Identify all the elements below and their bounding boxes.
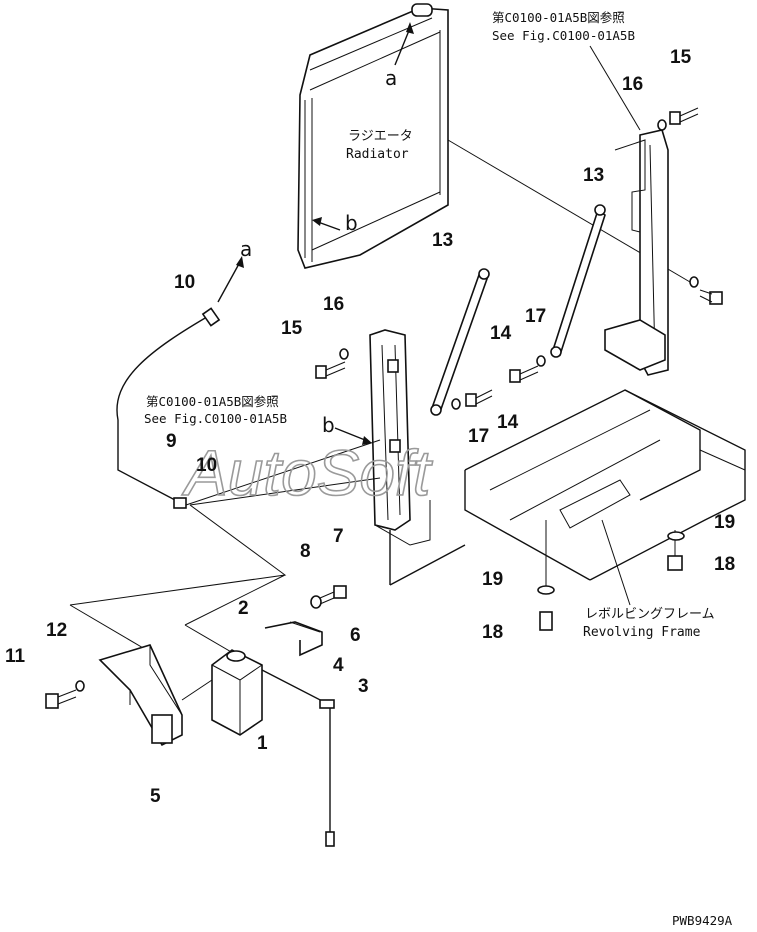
watermark: AutoSoft — [181, 437, 433, 509]
washer-19-mid — [537, 585, 555, 595]
arrow-a-top — [394, 27, 411, 66]
part-number-13-right: 13 — [583, 165, 604, 186]
revolving-frame-label-en: Revolving Frame — [583, 625, 701, 640]
part-number-1: 1 — [257, 733, 268, 754]
radiator-label-en: Radiator — [346, 147, 409, 162]
bolt-7 — [319, 585, 347, 605]
hose-end — [325, 831, 335, 847]
tank-bracket — [98, 644, 183, 747]
rod-right — [552, 208, 606, 357]
hose-bracket — [264, 621, 323, 657]
drawing-code: PWB9429A — [672, 913, 733, 928]
part-number-19-mid: 19 — [482, 569, 503, 590]
reference-left-jp: 第C0100-01A5B図参照 — [146, 394, 279, 409]
part-number-11: 11 — [5, 646, 26, 667]
bolt-15-right — [669, 107, 699, 125]
part-number-5: 5 — [150, 786, 161, 807]
part-number-2: 2 — [238, 598, 249, 619]
rod-left — [431, 270, 489, 414]
radiator-label-jp: ラジエータ — [348, 129, 413, 144]
revolving-frame-label-jp: レボルビングフレーム — [585, 607, 715, 622]
reference-left-en: See Fig.C0100-01A5B — [144, 411, 287, 426]
hose-lower — [261, 669, 331, 838]
bolt-right-mid — [699, 289, 723, 305]
part-number-10-mid: 10 — [196, 455, 217, 476]
part-number-19-right: 19 — [714, 512, 735, 533]
washer-12 — [75, 680, 85, 692]
bolt-15-left — [315, 361, 346, 379]
part-number-18-mid: 18 — [482, 622, 503, 643]
arrow-tag-a-hose: a — [240, 237, 252, 261]
hose-upper — [116, 313, 213, 501]
bolt-18-mid — [539, 611, 553, 631]
part-number-12: 12 — [46, 620, 67, 641]
part-number-16-right: 16 — [622, 74, 643, 95]
reference-top-en: See Fig.C0100-01A5B — [492, 28, 635, 43]
part-number-14-mid: 14 — [497, 412, 519, 433]
washer-8 — [310, 595, 322, 609]
hose-clamp-10-top — [201, 307, 221, 327]
right-bracket — [604, 129, 669, 376]
hose-fitting-3 — [319, 699, 335, 709]
arrow-a-hose — [217, 261, 241, 303]
part-number-15-left: 15 — [281, 318, 303, 339]
part-number-17-left: 17 — [468, 426, 489, 447]
part-number-6: 6 — [350, 625, 361, 646]
part-number-4: 4 — [333, 655, 344, 676]
part-number-8: 8 — [300, 541, 311, 562]
bolt-18-right — [667, 530, 683, 571]
part-number-3: 3 — [358, 676, 369, 697]
washer-16-left — [339, 348, 349, 360]
arrow-tag-b-mid: b — [322, 413, 335, 437]
revolving-frame — [464, 389, 746, 581]
arrow-tag-b-top: b — [345, 211, 358, 235]
washer-17-right — [536, 355, 546, 367]
part-number-14-top: 14 — [490, 323, 512, 344]
part-number-18-right: 18 — [714, 554, 735, 575]
washer-17-left — [451, 398, 461, 410]
arrow-tag-a-top: a — [385, 66, 397, 90]
reserve-tank — [211, 649, 263, 736]
part-number-7: 7 — [333, 526, 344, 547]
washer-16-right — [657, 119, 667, 131]
washer-right-mid — [689, 276, 699, 288]
radiator: ラジエータ Radiator a b — [297, 3, 449, 269]
hose-fitting-9 — [173, 497, 187, 509]
reference-top-jp: 第C0100-01A5B図参照 — [492, 10, 625, 25]
washer-19-right — [667, 531, 685, 541]
part-number-16-left: 16 — [323, 294, 344, 315]
left-bracket — [369, 329, 431, 546]
bolt-14-left — [509, 365, 539, 383]
part-number-13-left: 13 — [432, 230, 453, 251]
part-number-10-top: 10 — [174, 272, 195, 293]
part-number-15-right: 15 — [670, 47, 692, 68]
bolt-11 — [45, 689, 77, 709]
part-number-9: 9 — [166, 431, 177, 452]
part-number-17-right: 17 — [525, 306, 546, 327]
bolt-14-mid — [465, 389, 493, 407]
